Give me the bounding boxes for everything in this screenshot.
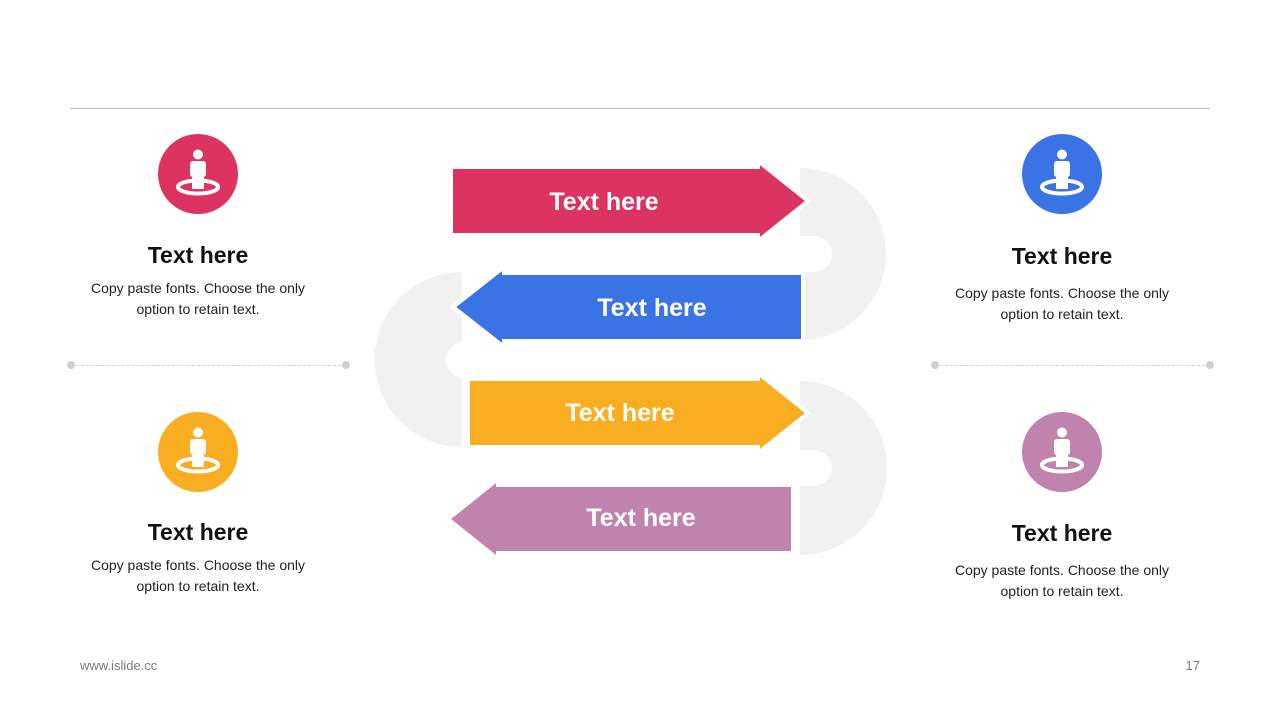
track-loop-left [374,272,464,447]
card-title: Text here [1011,520,1113,546]
arrow-red [449,156,812,246]
divider-dot [931,361,939,369]
card-description-line: Copy paste fonts. Choose the only [90,557,306,573]
arrow-label-3: Text here [565,399,675,427]
card-bottom-right: Text here Copy paste fonts. Choose the o… [922,519,1202,602]
footer-website: www.islide.cc [80,658,158,673]
divider-dot [67,361,75,369]
divider-dot [342,361,350,369]
arrow-label-1: Text here [549,188,659,216]
card-description: Copy paste fonts. Choose the only option… [58,278,338,320]
arrow-orange [466,368,812,458]
card-title: Text here [1011,243,1113,269]
card-description-line: Copy paste fonts. Choose the only [954,562,1170,578]
card-description-line: option to retain text. [1000,583,1124,599]
card-description-line: option to retain text. [136,301,260,317]
card-description: Copy paste fonts. Choose the only option… [922,560,1202,602]
person-on-ring-icon [158,134,238,214]
page-number: 17 [1185,658,1200,673]
card-title: Text here [147,242,249,268]
divider-dot [1206,361,1214,369]
arrow-label-4: Text here [586,504,696,532]
card-top-right: Text here Copy paste fonts. Choose the o… [922,242,1202,325]
person-on-ring-icon [1022,134,1102,214]
arrow-label-2: Text here [597,294,707,322]
card-bottom-left: Text here Copy paste fonts. Choose the o… [58,518,338,597]
card-title: Text here [147,519,249,545]
card-description-line: option to retain text. [1000,306,1124,322]
card-description-line: option to retain text. [136,578,260,594]
divider-left [71,365,346,367]
card-top-left: Text here Copy paste fonts. Choose the o… [58,241,338,320]
card-description-line: Copy paste fonts. Choose the only [954,285,1170,301]
top-rule [70,108,1210,109]
track-loop-right-top [800,168,886,340]
card-description: Copy paste fonts. Choose the only option… [922,283,1202,325]
card-description: Copy paste fonts. Choose the only option… [58,555,338,597]
person-on-ring-icon [1022,412,1102,492]
divider-right [935,365,1210,367]
arrow-purple [444,474,795,564]
card-description-line: Copy paste fonts. Choose the only [90,280,306,296]
track-loop-right-bottom [800,381,887,555]
person-on-ring-icon [158,412,238,492]
arrow-blue [449,262,805,352]
